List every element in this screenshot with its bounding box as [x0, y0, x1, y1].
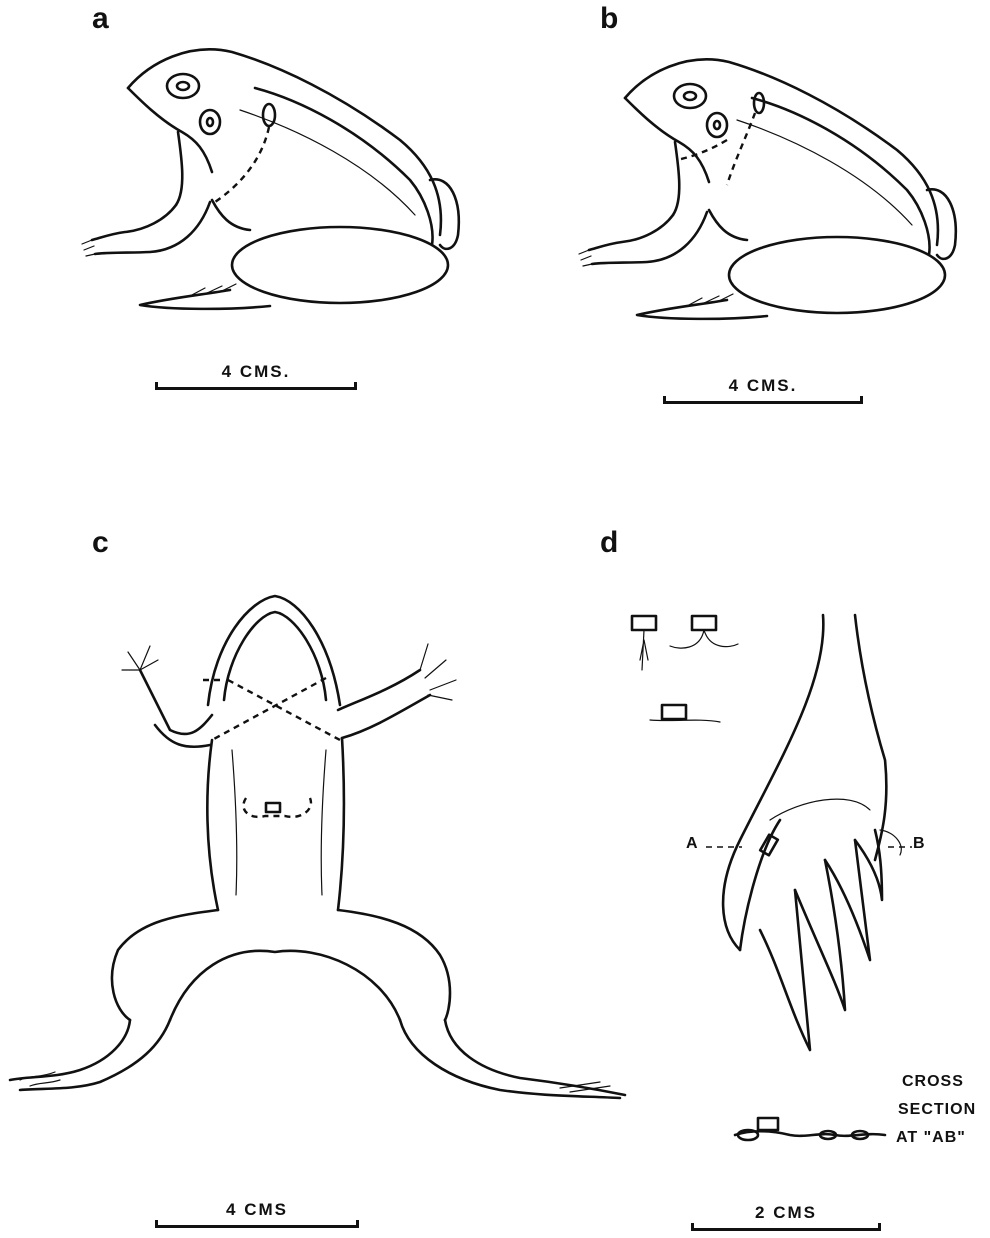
- panel-c-letter: c: [92, 526, 109, 560]
- label-a-leader: [704, 845, 744, 849]
- scale-bar-c-label: 4 CMS: [155, 1200, 359, 1220]
- scale-bar-d-label: 2 CMS: [691, 1203, 881, 1223]
- frog-dorsal-view-c: [0, 560, 620, 1020]
- scale-bar-d-line: [691, 1223, 881, 1231]
- scale-bar-b-label: 4 CMS.: [663, 376, 863, 396]
- scale-bar-c-line: [155, 1220, 359, 1228]
- cross-section-label-line-3: AT "AB": [896, 1129, 966, 1147]
- scale-bar-d: 2 CMS: [691, 1203, 881, 1231]
- cross-section-label-line-1: CROSS: [902, 1073, 964, 1091]
- scale-bar-a-label: 4 CMS.: [155, 362, 357, 382]
- label-b: B: [913, 835, 926, 853]
- cross-section-label-line-2: SECTION: [898, 1101, 976, 1119]
- scale-bar-b-line: [663, 396, 863, 404]
- panel-d-letter: d: [600, 526, 618, 560]
- scale-bar-c: 4 CMS: [155, 1200, 359, 1228]
- frog-hindlegs-c: [0, 1020, 640, 1100]
- label-b-leader: [886, 845, 914, 849]
- scale-bar-a-line: [155, 382, 357, 390]
- scale-bar-a: 4 CMS.: [155, 362, 357, 390]
- frog-side-view-a: [0, 0, 495, 420]
- label-a: A: [686, 835, 699, 853]
- scale-bar-b: 4 CMS.: [663, 376, 863, 404]
- webbed-foot-d: [620, 560, 990, 1060]
- frog-side-view-b: [495, 0, 990, 420]
- cross-section-drawing: [730, 1110, 890, 1150]
